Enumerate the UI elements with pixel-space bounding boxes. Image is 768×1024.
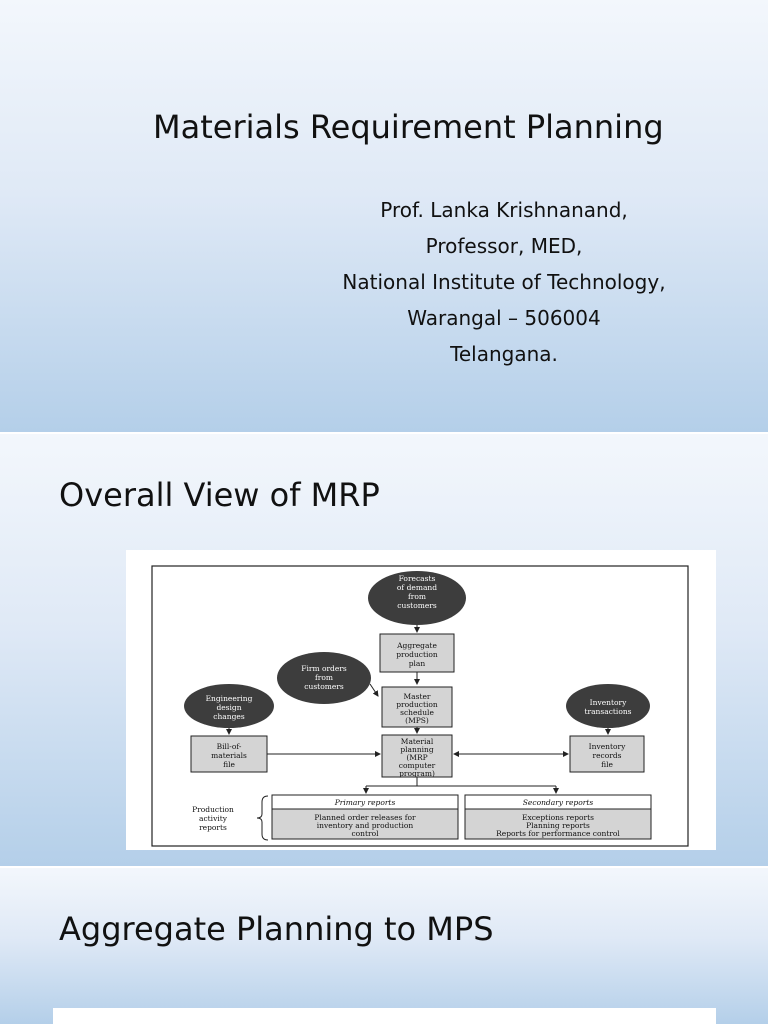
node-text: planning bbox=[400, 745, 434, 754]
node-text: materials bbox=[211, 751, 247, 760]
primary-reports-node: Primary reports Planned order releases f… bbox=[271, 794, 459, 840]
label-text: activity bbox=[199, 814, 228, 823]
node-text: schedule bbox=[400, 708, 434, 717]
author-line: National Institute of Technology, bbox=[342, 270, 666, 294]
bill-of-materials-node: Bill-of- materials file bbox=[190, 735, 268, 773]
aggregate-plan-node: Aggregate production plan bbox=[379, 633, 455, 673]
slide-title: Aggregate Planning to MPS bbox=[59, 910, 494, 948]
node-text: file bbox=[601, 760, 613, 769]
label-text: reports bbox=[199, 823, 227, 832]
report-text: Planning reports bbox=[526, 821, 590, 830]
report-header: Secondary reports bbox=[523, 798, 594, 807]
mrp-flow-diagram: Forecasts of demand from customers Aggre… bbox=[151, 565, 689, 847]
node-text: customers bbox=[397, 601, 437, 610]
node-text: computer bbox=[399, 761, 436, 770]
label-text: Production bbox=[192, 805, 234, 814]
inventory-records-node: Inventory records file bbox=[569, 735, 645, 773]
node-text: transactions bbox=[584, 707, 631, 716]
node-text: Engineering bbox=[206, 694, 253, 703]
node-text: changes bbox=[213, 712, 245, 721]
node-text: Master bbox=[403, 692, 430, 701]
report-text: Reports for performance control bbox=[496, 829, 620, 838]
inventory-transactions-node: Inventory transactions bbox=[566, 684, 650, 728]
report-text: inventory and production bbox=[317, 821, 414, 830]
node-text: records bbox=[593, 751, 622, 760]
firm-orders-node: Firm orders from customers bbox=[277, 652, 371, 704]
brace bbox=[256, 795, 269, 841]
node-text: Inventory bbox=[590, 698, 627, 707]
node-text: plan bbox=[409, 659, 426, 668]
node-text: Aggregate bbox=[396, 641, 437, 650]
node-text: of demand bbox=[397, 583, 437, 592]
mrp-program-node: Material planning (MRP computer program) bbox=[381, 734, 453, 778]
node-text: from bbox=[408, 592, 426, 601]
node-text: program) bbox=[399, 769, 435, 778]
slide-divider bbox=[0, 432, 768, 434]
author-line: Prof. Lanka Krishnanand, bbox=[380, 198, 628, 222]
node-text: Firm orders bbox=[301, 664, 347, 673]
report-text: control bbox=[351, 829, 379, 838]
node-text: (MPS) bbox=[405, 716, 429, 725]
node-text: customers bbox=[304, 682, 344, 691]
node-text: from bbox=[315, 673, 333, 682]
node-text: Bill-of- bbox=[217, 742, 242, 751]
mrp-overview-slide: Overall View of MRP Forecasts of demand … bbox=[0, 434, 768, 866]
report-text: Planned order releases for bbox=[314, 813, 416, 822]
author-line: Professor, MED, bbox=[425, 234, 583, 258]
node-text: (MRP bbox=[406, 753, 427, 762]
node-text: Inventory bbox=[589, 742, 626, 751]
presentation-title: Materials Requirement Planning bbox=[153, 108, 664, 146]
author-line: Telangana. bbox=[450, 342, 558, 366]
slide-title: Overall View of MRP bbox=[59, 476, 380, 514]
author-info: Prof. Lanka Krishnanand, Professor, MED,… bbox=[300, 192, 708, 372]
mrp-diagram-figure: Forecasts of demand from customers Aggre… bbox=[126, 550, 716, 850]
mps-node: Master production schedule (MPS) bbox=[381, 686, 453, 728]
node-text: Forecasts bbox=[399, 574, 436, 583]
report-text: Exceptions reports bbox=[522, 813, 594, 822]
slide-divider bbox=[0, 866, 768, 868]
title-slide: Materials Requirement Planning Prof. Lan… bbox=[0, 0, 768, 432]
content-panel bbox=[53, 1008, 716, 1024]
engineering-changes-node: Engineering design changes bbox=[184, 684, 274, 728]
node-text: production bbox=[396, 700, 438, 709]
author-line: Warangal – 506004 bbox=[407, 306, 601, 330]
production-reports-label: Production activity reports bbox=[192, 805, 234, 832]
forecasts-node: Forecasts of demand from customers bbox=[368, 571, 466, 625]
node-text: production bbox=[396, 650, 438, 659]
node-text: file bbox=[223, 760, 235, 769]
aggregate-planning-slide: Aggregate Planning to MPS bbox=[0, 868, 768, 1024]
node-text: Material bbox=[401, 737, 434, 746]
secondary-reports-node: Secondary reports Exceptions reports Pla… bbox=[464, 794, 652, 840]
report-header: Primary reports bbox=[334, 798, 396, 807]
node-text: design bbox=[216, 703, 241, 712]
